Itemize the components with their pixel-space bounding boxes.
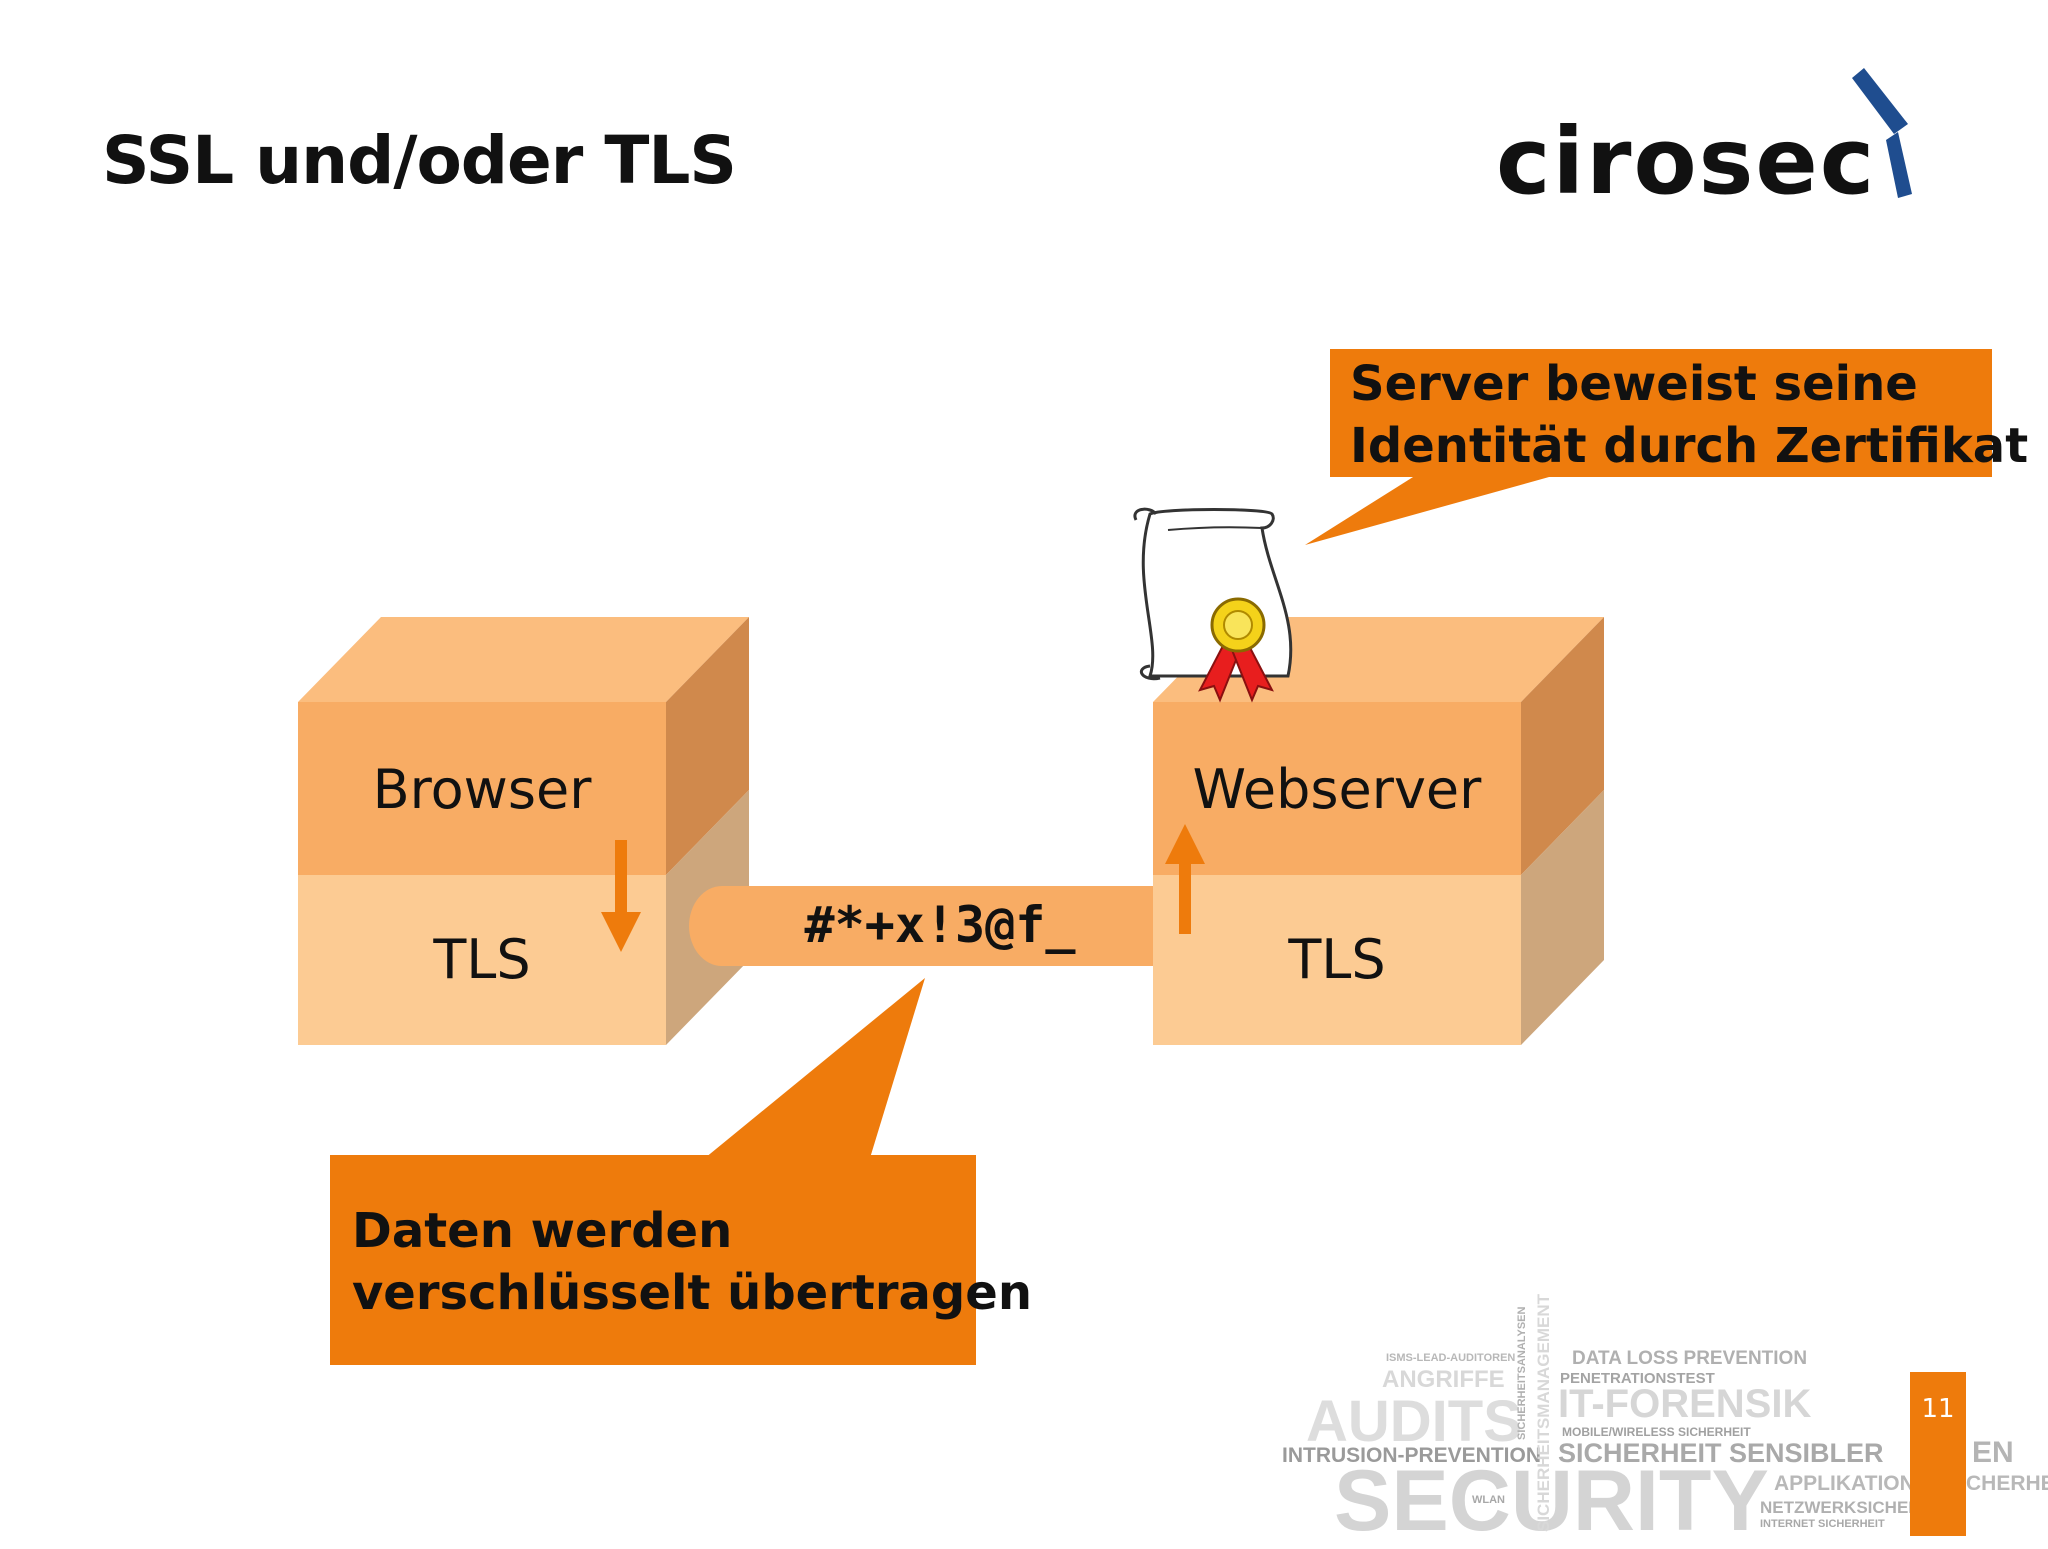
word-cloud-word: ISMS-LEAD-AUDITOREN — [1386, 1352, 1516, 1364]
browser-box-bottom — [298, 875, 666, 1045]
word-cloud-word: CHERHE — [1966, 1472, 2048, 1495]
callout-encryption-line2: verschlüsselt übertragen — [352, 1265, 1032, 1321]
word-cloud-word: SICHERHEIT SENSIBLER — [1558, 1438, 1884, 1468]
callout-encryption-line1: Daten werden — [352, 1203, 733, 1259]
word-cloud-word: APPLIKATION — [1774, 1472, 1915, 1495]
page-number-tab: 11 — [1910, 1372, 1966, 1536]
word-cloud-word: PENETRATIONSTEST — [1560, 1370, 1715, 1387]
browser-box-side-top — [666, 617, 749, 875]
word-cloud-word: SICHERHEITSMANAGEMENT — [1534, 1293, 1553, 1532]
certificate-icon — [1133, 507, 1293, 703]
callout-certificate-pointer — [1305, 460, 1610, 545]
callout-certificate-text: Server beweist seine Identität durch Zer… — [1350, 353, 2028, 477]
callout-certificate-line1: Server beweist seine — [1350, 356, 1918, 412]
server-box-side-bottom — [1521, 790, 1604, 1045]
word-cloud-word: SECURITY — [1334, 1453, 1769, 1549]
browser-label: Browser — [372, 758, 592, 821]
word-cloud-word: MOBILE/WIRELESS SICHERHEIT — [1562, 1425, 1751, 1439]
word-cloud-word: AUDITS — [1306, 1389, 1522, 1454]
callout-certificate-line2: Identität durch Zertifikat — [1350, 418, 2029, 474]
word-cloud-word: INTERNET SICHERHEIT — [1760, 1518, 1885, 1530]
callout-encryption-pointer — [705, 978, 925, 1158]
callout-encryption-text: Daten werden verschlüsselt übertragen — [352, 1200, 1032, 1324]
encrypted-data-text: #*+x!3@f_ — [804, 896, 1076, 954]
page-number: 11 — [1921, 1394, 1955, 1424]
word-cloud-word: IT-FORENSIK — [1558, 1382, 1812, 1426]
browser-box-lid — [298, 617, 749, 702]
slide-title: SSL und/oder TLS — [102, 122, 737, 199]
webserver-label: Webserver — [1192, 758, 1482, 821]
word-cloud-word: INTRUSION-PREVENTION — [1282, 1444, 1542, 1467]
logo-mark-icon — [1852, 68, 1912, 198]
word-cloud-word: NETZWERKSICHER — [1760, 1498, 1921, 1517]
callout-encryption-box — [330, 1155, 976, 1365]
server-box-top — [1153, 702, 1521, 875]
callout-certificate-box — [1330, 349, 1992, 477]
word-cloud-word: WLAN — [1472, 1494, 1505, 1506]
arrow-up-icon — [1165, 824, 1205, 934]
word-cloud-word: SICHERHEITSANALYSEN — [1516, 1306, 1528, 1440]
encrypted-tunnel — [689, 886, 1153, 966]
word-cloud-word: EN — [1972, 1436, 2014, 1469]
arrow-down-icon — [601, 840, 641, 952]
word-cloud-word: DATA LOSS PREVENTION — [1572, 1348, 1808, 1369]
word-cloud-word: ANGRIFFE — [1382, 1366, 1505, 1393]
server-box-bottom — [1153, 875, 1521, 1045]
server-box-side-top — [1521, 617, 1604, 875]
logo-text: cirosec — [1496, 108, 1877, 215]
browser-tls-label: TLS — [433, 928, 531, 991]
browser-box-top — [298, 702, 666, 875]
webserver-tls-label: TLS — [1288, 928, 1386, 991]
